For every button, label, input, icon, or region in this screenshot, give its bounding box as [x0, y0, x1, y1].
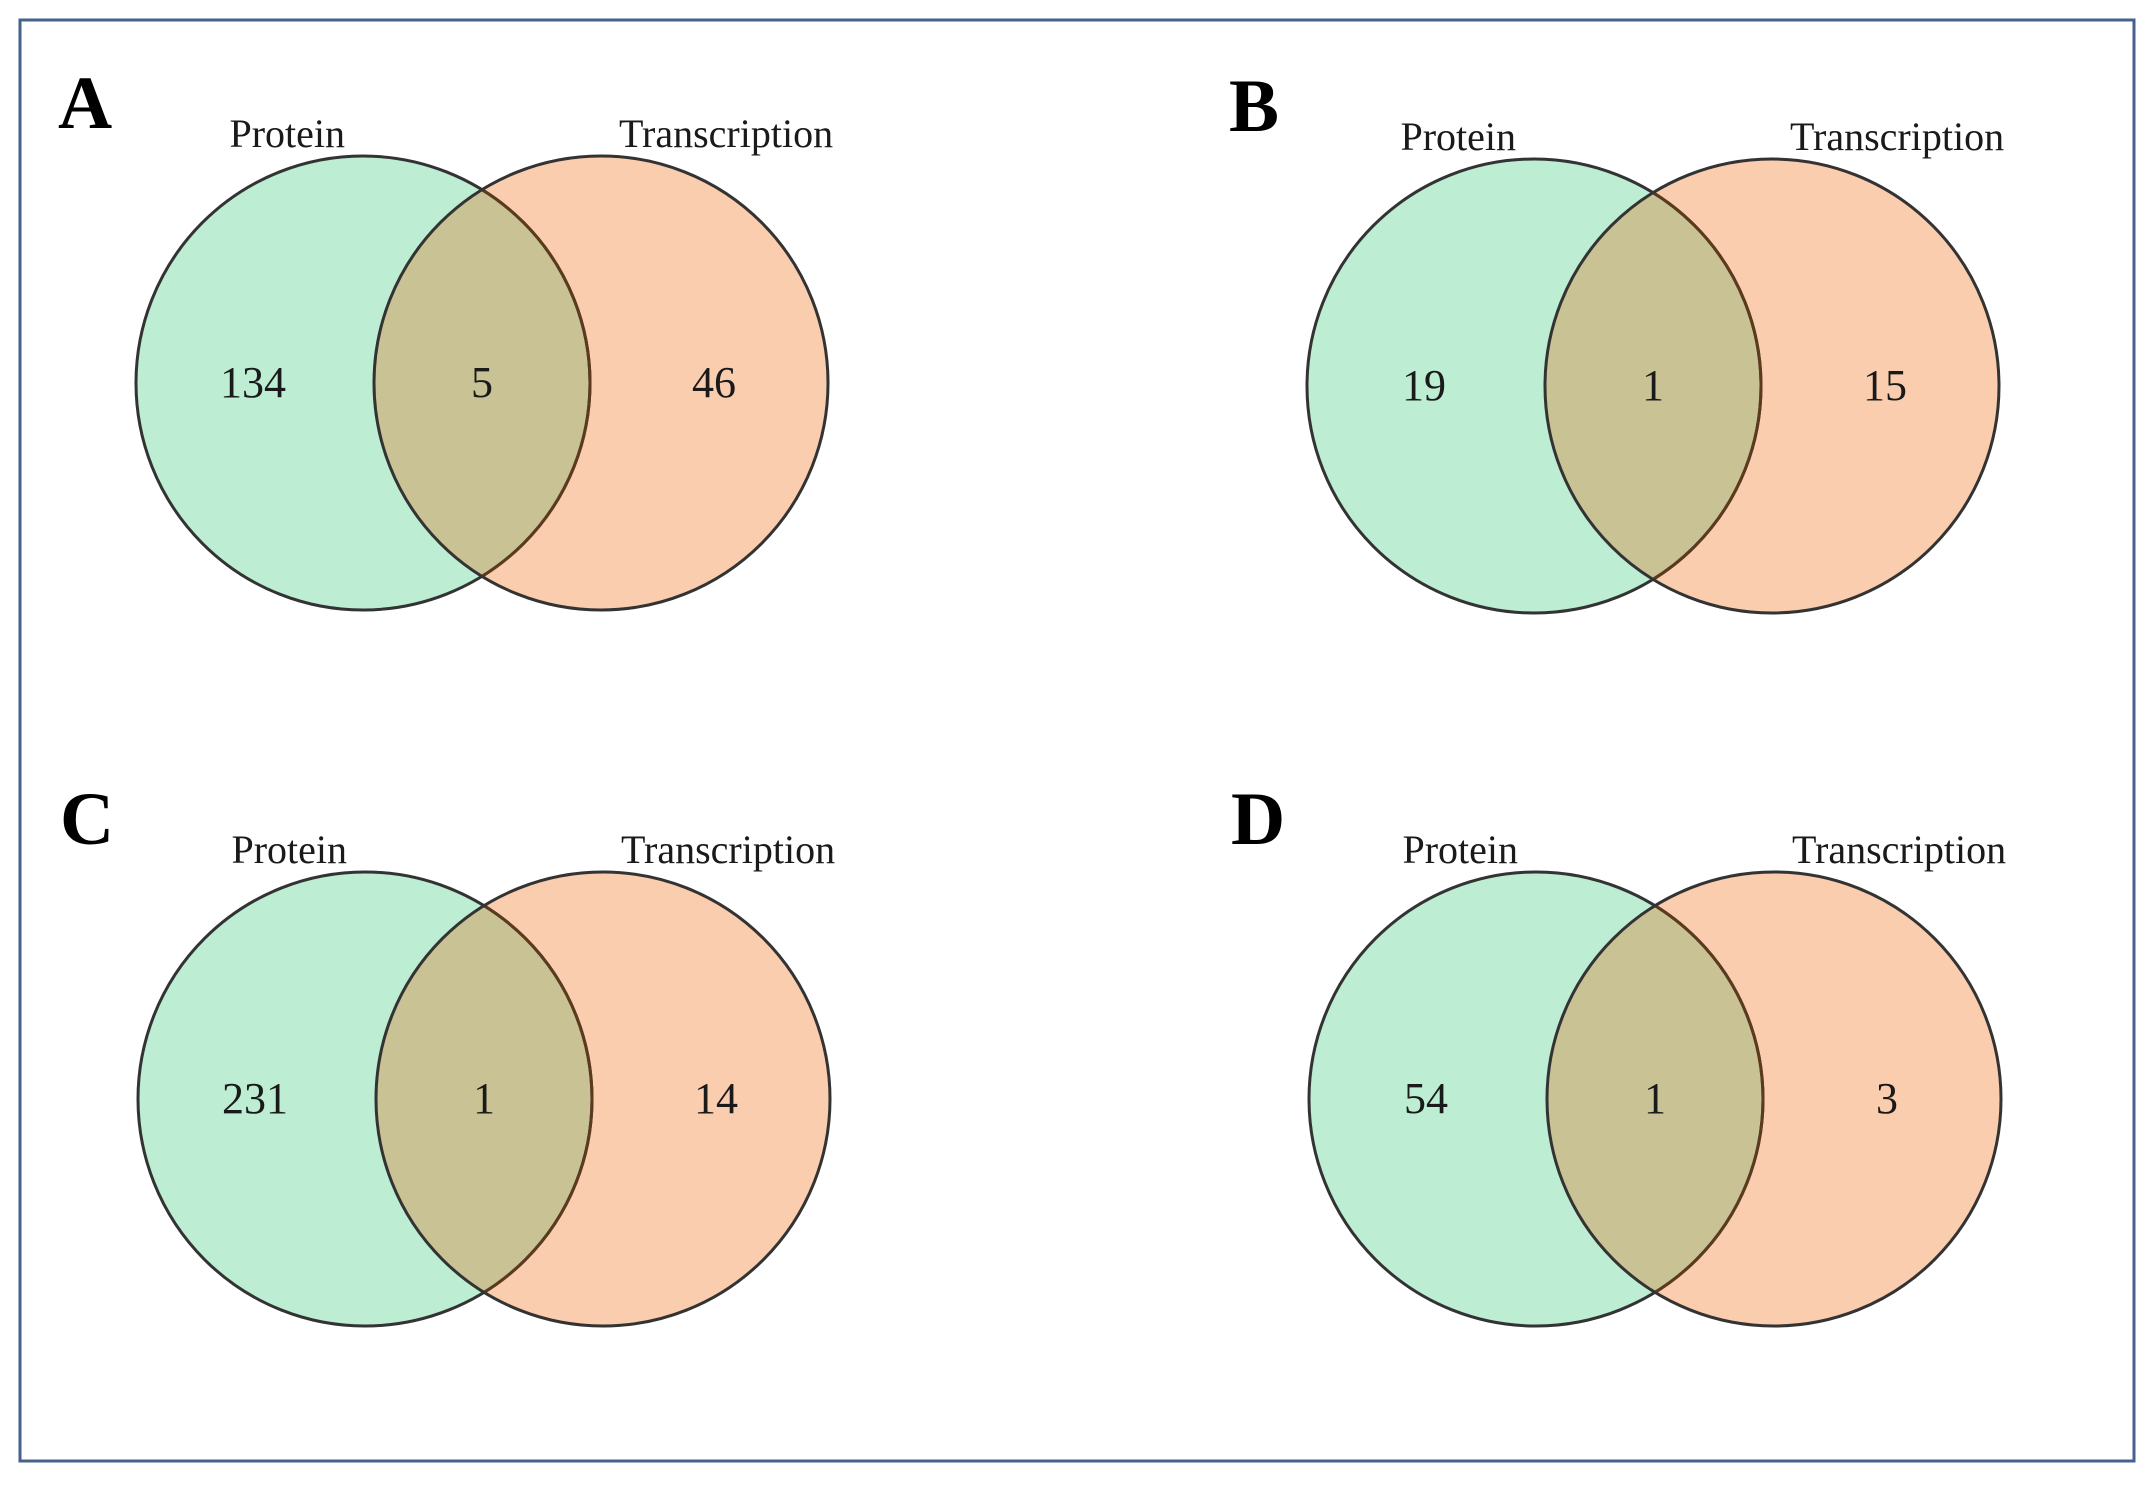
transcription-set-label: Transcription	[619, 111, 833, 156]
transcription-circle-outline	[372, 154, 830, 612]
protein-set-label: Protein	[231, 827, 347, 872]
protein-overlap-edge	[1547, 872, 1765, 1326]
protein-count: 19	[1402, 361, 1446, 410]
panel-letter: D	[1231, 778, 1285, 861]
protein-set-label: Protein	[229, 111, 345, 156]
overlap-region	[1545, 159, 1761, 613]
protein-overlap-edge	[376, 872, 594, 1326]
protein-set-label: Protein	[1400, 114, 1516, 159]
transcription-count: 14	[694, 1074, 738, 1123]
overlap-count: 1	[1642, 361, 1664, 410]
panel-a: A Protein Transcription 134 5 46	[58, 62, 833, 612]
panel-letter: A	[58, 62, 112, 145]
transcription-count: 3	[1876, 1074, 1898, 1123]
overlap-region	[374, 156, 590, 610]
figure-border	[18, 18, 2136, 1463]
overlap-region	[376, 872, 592, 1326]
panel-c: C Protein Transcription 231 1 14	[60, 778, 835, 1328]
protein-count: 54	[1404, 1074, 1448, 1123]
protein-count: 231	[222, 1074, 288, 1123]
overlap-count: 1	[473, 1074, 495, 1123]
panel-b: B Protein Transcription 19 1 15	[1229, 65, 2004, 615]
overlap-count: 5	[471, 358, 493, 407]
protein-overlap-edge	[374, 156, 592, 610]
panel-d: D Protein Transcription 54 1 3	[1231, 778, 2006, 1328]
transcription-circle-outline	[374, 870, 832, 1328]
overlap-region	[1547, 872, 1763, 1326]
transcription-count: 15	[1863, 361, 1907, 410]
panel-letter: B	[1229, 65, 1279, 148]
protein-overlap-edge	[1545, 159, 1763, 613]
overlap-count: 1	[1644, 1074, 1666, 1123]
protein-count: 134	[220, 358, 286, 407]
panel-letter: C	[60, 778, 114, 861]
transcription-circle-outline	[1543, 157, 2001, 615]
transcription-circle-outline	[1545, 870, 2003, 1328]
protein-set-label: Protein	[1402, 827, 1518, 872]
transcription-set-label: Transcription	[1790, 114, 2004, 159]
transcription-set-label: Transcription	[621, 827, 835, 872]
transcription-set-label: Transcription	[1792, 827, 2006, 872]
transcription-count: 46	[692, 358, 736, 407]
